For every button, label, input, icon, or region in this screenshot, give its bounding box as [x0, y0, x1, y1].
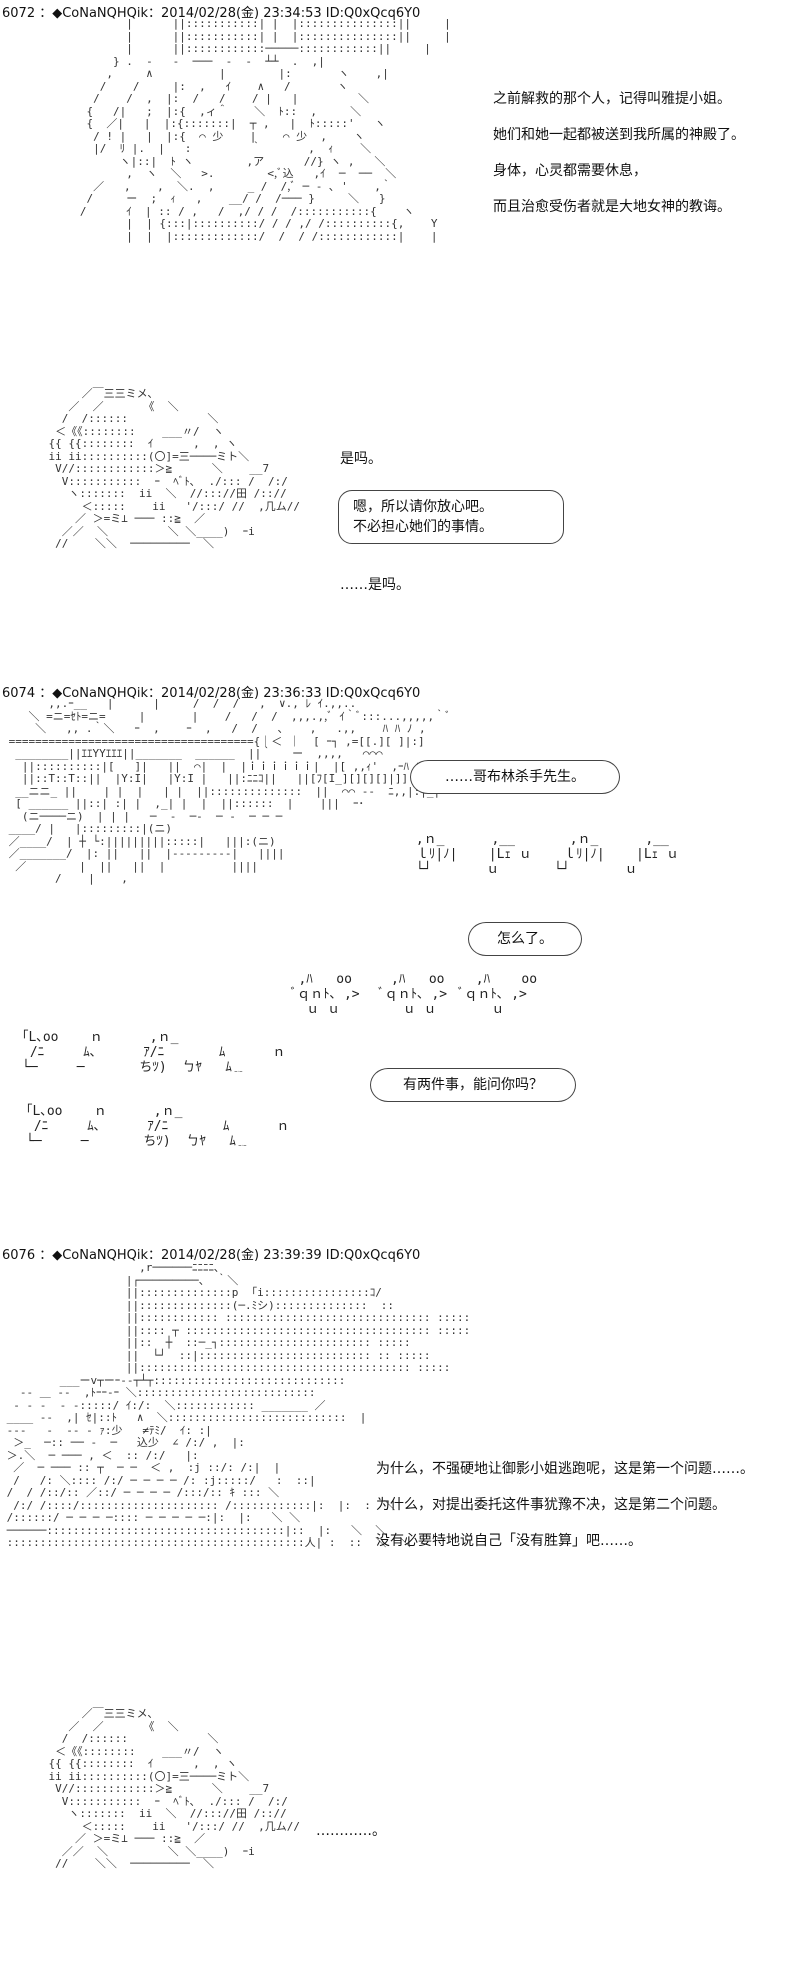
speech-bubble-two-questions: 有两件事，能问你吗？ — [370, 1068, 576, 1102]
bubble-text: 有两件事，能问你吗？ — [403, 1077, 543, 1093]
narration-line-1: 为什么，不强硬地让御影小姐逃跑呢，这是第一个问题……。 — [376, 1461, 754, 1477]
narration-line-2: 为什么，对提出委托这件事犹豫不决，这是第二个问题。 — [376, 1497, 726, 1513]
bubble-line-2: 不必担心她们的事情。 — [353, 519, 493, 535]
narration-line-3: 没有必要特地说自己「没有胜算」吧……。 — [376, 1533, 642, 1549]
ascii-art-goblin-slayer-helmet-1: ／￣三三ミメ､ ／ ／ 《 ＼ / /:::::: ＼ ＜《《:::::::: … — [48, 387, 301, 550]
ascii-art-temple-interior: ,,.ｰ__ | | / / / , ∨., ﾚ ｲ.,,.. ＼ =ニ=ｾﾄ=… — [8, 697, 472, 885]
narration-line-2: 她们和她一起都被送到我所属的神殿了。 — [493, 127, 745, 143]
sfx-row-4: ｢L､oo ｎ ,ｎ_ /ﾆ ﾑ､ ｱ/ﾆ ﾑ ｎ └─ ─ ちﾂ) ㄅﾔ ﾑ﹎ — [26, 1104, 290, 1149]
dialogue-line-2: ……是吗。 — [340, 577, 410, 593]
sfx-row-3: ｢L､oo ｎ ,ｎ_ /ﾆ ﾑ､ ｱ/ﾆ ﾑ ｎ └─ ─ ちﾂ) ㄅﾔ ﾑ﹎ — [22, 1030, 286, 1075]
narration-line-3: 身体，心灵都需要休息， — [493, 163, 647, 179]
ascii-art-goblin-slayer-large: ,r──────ﾆﾆﾆﾆ､ |┌─────────、 ｀＼ ||::::::::… — [6, 1261, 471, 1549]
bubble-line-1: 嗯，所以请你放心吧。 — [353, 499, 493, 515]
speech-bubble-what: 怎么了。 — [468, 922, 582, 956]
narration-line-1: 之前解救的那个人，记得叫雅提小姐。 — [493, 91, 731, 107]
sfx-row-2: ,ﾊ oo ,ﾊ oo ,ﾊ oo ﾞｑｎﾄ､ ,> ﾞｑｎﾄ､ ,> ﾞｑｎﾄ… — [290, 972, 538, 1017]
dialogue-line-1: …………。 — [316, 1823, 386, 1839]
speech-bubble-goblin-slayer-san: ……哥布林杀手先生。 — [410, 760, 620, 794]
post-header-6074: 6074 ：◆CoNaNQHQik：2014/02/28(金) 23:36:33… — [2, 686, 421, 701]
speech-bubble-reassure: 嗯，所以请你放心吧。 不必担心她们的事情。 — [338, 490, 564, 544]
post-header-6072: 6072 ：◆CoNaNQHQik：2014/02/28(金) 23:34:53… — [2, 6, 421, 21]
ascii-art-goblin-slayer-helmet-2: ／￣三三ミメ､ ／ ／ 《 ＼ / /:::::: ＼ ＜《《:::::::: … — [48, 1707, 301, 1870]
sfx-row-1: ,ｎ_ ,__ ,ｎ_ ,__ ｌﾘ|ﾉ| |Lｪ ｕ ｌﾘ|ﾉ| |Lｪ ｕ … — [415, 832, 680, 877]
dialogue-line-1: 是吗。 — [340, 451, 382, 467]
narration-line-4: 而且治愈受伤者就是大地女神的教诲。 — [493, 199, 731, 215]
post-header-6076: 6076 ：◆CoNaNQHQik：2014/02/28(金) 23:39:39… — [2, 1248, 421, 1263]
ascii-art-priestess: | ||:::::::::::| | |:::::::::::::::|| | … — [79, 17, 451, 243]
bubble-text: 怎么了。 — [497, 931, 553, 947]
bubble-text: ……哥布林杀手先生。 — [445, 769, 585, 785]
